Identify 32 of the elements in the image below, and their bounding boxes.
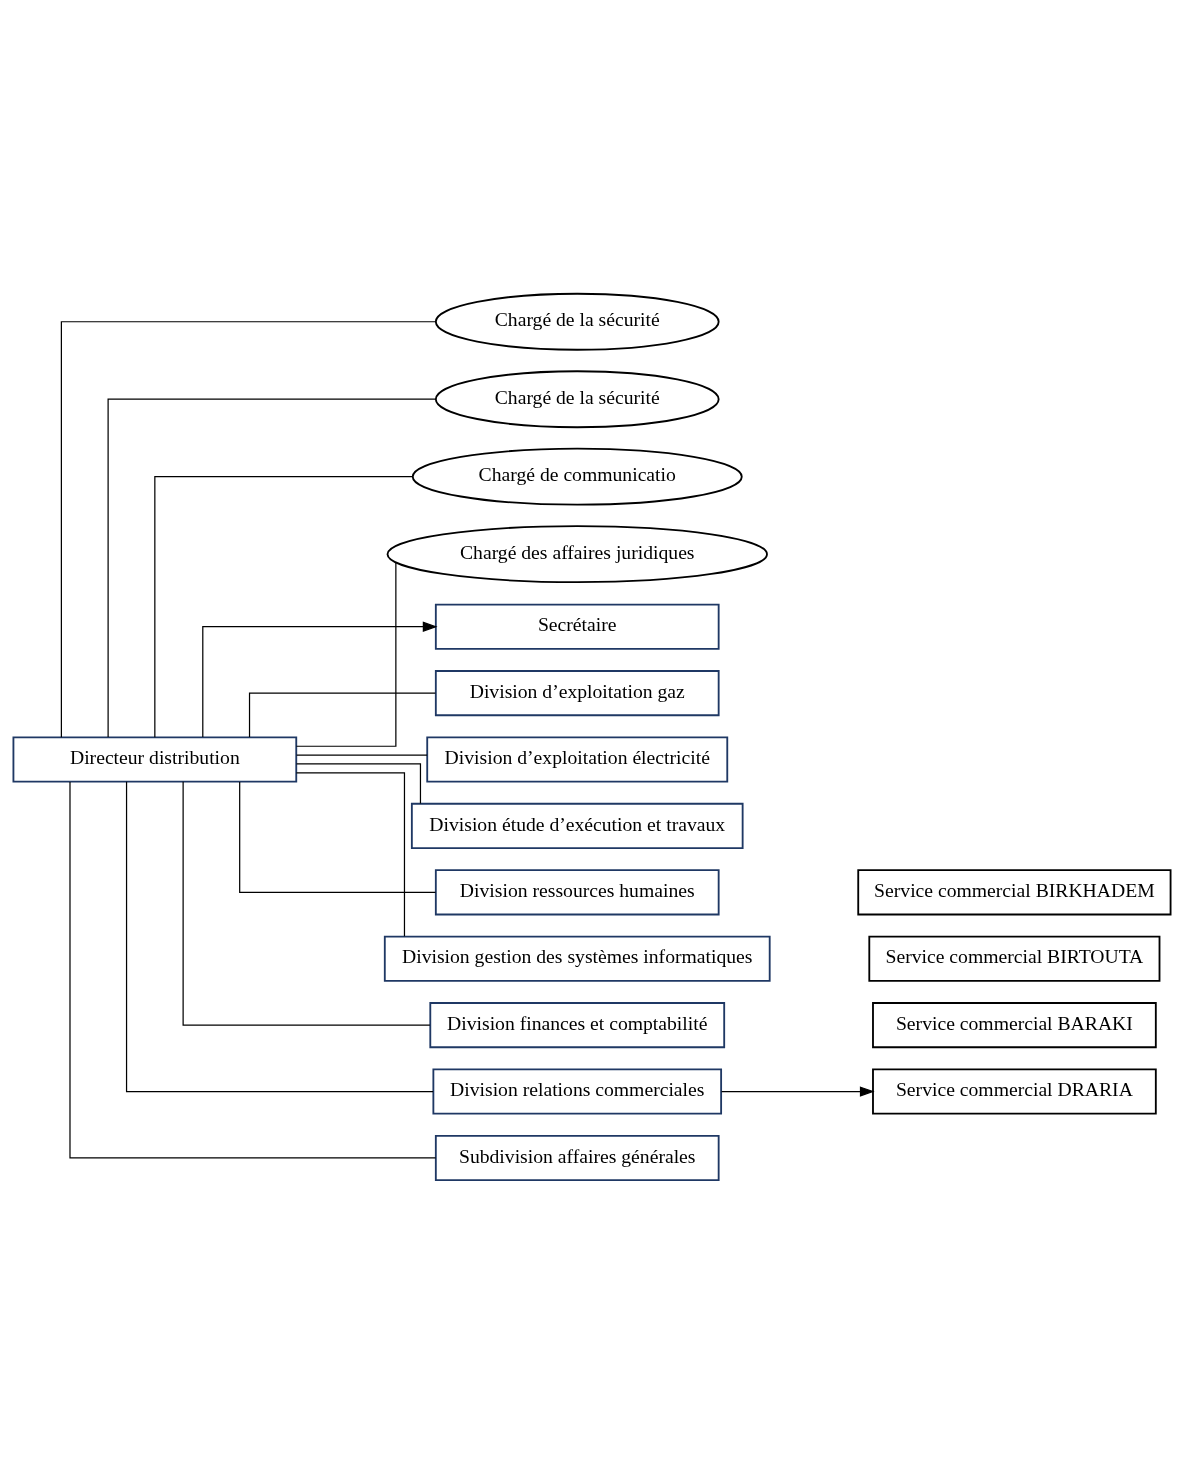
connector bbox=[295, 771, 406, 937]
connector bbox=[60, 320, 437, 738]
connector bbox=[154, 475, 414, 738]
connector bbox=[239, 780, 437, 893]
connector bbox=[107, 398, 437, 738]
connector bbox=[296, 754, 428, 756]
node-box: Service commercial DRARIA bbox=[872, 1068, 1157, 1115]
node-ellipse: Chargé de la sécurité bbox=[434, 292, 720, 351]
node-box: Division finances et comptabilité bbox=[429, 1001, 726, 1048]
node-ellipse: Chargé de la sécurité bbox=[434, 369, 720, 428]
node-box: Subdivision affaires générales bbox=[434, 1134, 720, 1181]
node-box: Division d’exploitation électricité bbox=[426, 735, 729, 783]
node-box: Division étude d’exécution et travaux bbox=[410, 802, 744, 849]
node-ellipse: Chargé de communicatio bbox=[411, 447, 743, 506]
arrow bbox=[202, 621, 438, 738]
connector bbox=[125, 780, 434, 1092]
node-ellipse: Chargé des affaires juridiques bbox=[386, 524, 768, 583]
node-box: Service commercial BIRTOUTA bbox=[868, 935, 1161, 982]
node-box: Division ressources humaines bbox=[434, 868, 720, 915]
connector bbox=[295, 762, 422, 804]
node-box: Directeur distribution bbox=[12, 735, 298, 783]
connector bbox=[295, 561, 397, 747]
node-box: Division d’exploitation gaz bbox=[434, 669, 720, 716]
node-box: Service commercial BIRKHADEM bbox=[857, 868, 1172, 915]
node-box: Secrétaire bbox=[434, 603, 720, 650]
connector bbox=[69, 780, 437, 1159]
node-box: Division gestion des systèmes informatiques bbox=[383, 935, 771, 982]
node-box: Service commercial BARAKI bbox=[872, 1001, 1157, 1048]
arrow bbox=[721, 1085, 875, 1097]
connector bbox=[182, 780, 431, 1026]
connector bbox=[248, 692, 437, 738]
node-box: Division relations commerciales bbox=[432, 1068, 723, 1115]
